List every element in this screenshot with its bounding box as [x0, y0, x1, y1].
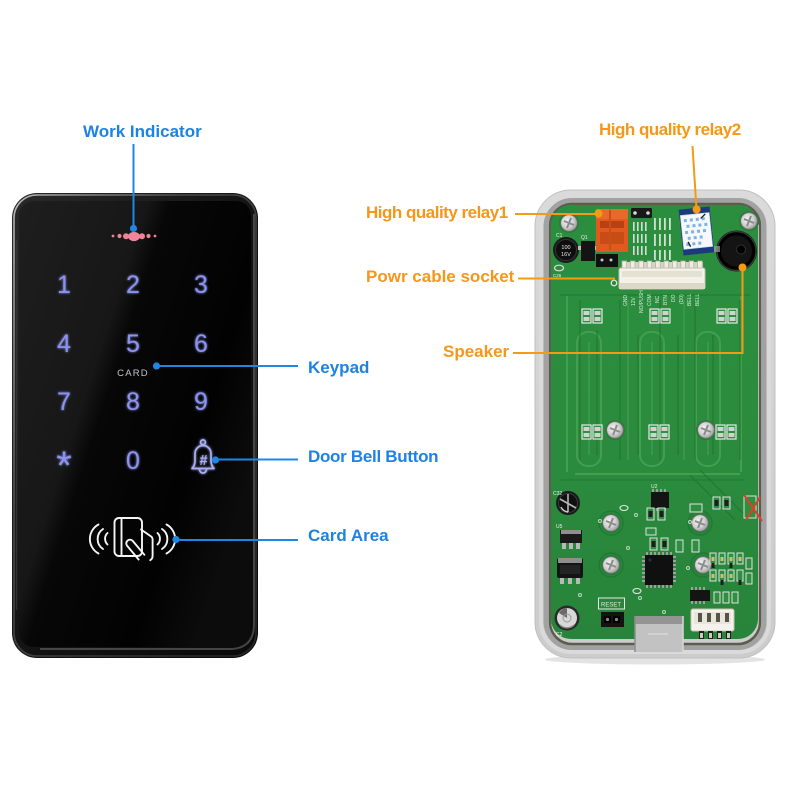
svg-text:NC: NC [655, 295, 661, 303]
svg-text:BTN: BTN [663, 295, 669, 305]
svg-text:8: 8 [126, 388, 140, 416]
svg-text:4: 4 [57, 330, 71, 358]
svg-text:16V: 16V [561, 252, 571, 258]
svg-text:6: 6 [194, 330, 208, 358]
svg-text:(D0): (D0) [679, 294, 685, 304]
svg-text:9: 9 [194, 388, 208, 416]
svg-text:100: 100 [561, 245, 570, 251]
svg-text:U5: U5 [556, 524, 563, 530]
svg-text:C32: C32 [553, 491, 562, 497]
svg-text:BELL: BELL [695, 294, 701, 306]
svg-text:3: 3 [194, 271, 208, 299]
svg-text:CARD: CARD [117, 368, 149, 379]
svg-text:#: # [199, 453, 207, 469]
svg-text:RESET: RESET [601, 603, 621, 609]
svg-text:2: 2 [126, 271, 140, 299]
svg-text:*: * [56, 444, 72, 488]
svg-text:0: 0 [126, 447, 140, 475]
svg-text:GND: GND [623, 295, 629, 307]
svg-text:U2: U2 [651, 484, 658, 490]
svg-text:COM: COM [647, 294, 653, 306]
svg-text:BELL: BELL [687, 294, 693, 306]
svg-text:Q1: Q1 [581, 235, 588, 241]
svg-text:7: 7 [57, 388, 71, 416]
svg-text:5: 5 [126, 330, 140, 358]
svg-text:DO: DO [671, 294, 677, 302]
svg-text:1: 1 [57, 271, 71, 299]
svg-text:12V: 12V [631, 296, 637, 306]
svg-text:C26: C26 [553, 273, 562, 278]
svg-text:C1: C1 [556, 233, 563, 239]
svg-text:NO/PUSH: NO/PUSH [639, 290, 645, 313]
svg-text:C2: C2 [556, 632, 563, 638]
